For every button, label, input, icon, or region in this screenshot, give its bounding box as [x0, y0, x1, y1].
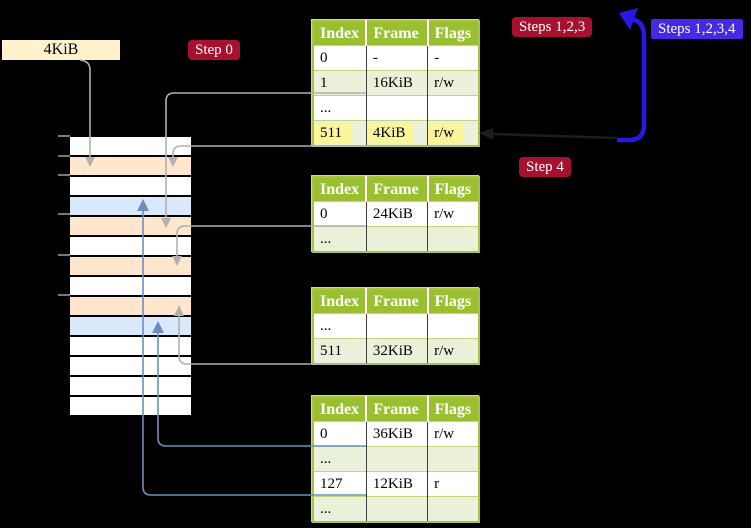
memory-row: [70, 257, 191, 277]
table-header-row: Index Frame Flags: [313, 289, 479, 314]
address-tick: [58, 174, 70, 176]
table-row: 127 12KiB r: [313, 471, 479, 497]
table-header-row: Index Frame Flags: [313, 21, 479, 46]
col-header-index: Index: [313, 289, 368, 314]
col-header-frame: Frame: [366, 397, 429, 422]
memory-row: [70, 317, 191, 337]
col-header-flags: Flags: [427, 289, 479, 314]
address-tick: [58, 254, 70, 256]
memory-row: [70, 337, 191, 357]
physical-memory-column: [70, 137, 191, 417]
col-header-frame: Frame: [366, 21, 429, 46]
memory-row: [70, 237, 191, 257]
memory-row: [70, 357, 191, 377]
recursive-loop-arrow: [617, 8, 647, 143]
step-0-badge: Step 0: [188, 40, 240, 60]
memory-row: [70, 217, 191, 237]
memory-row: [70, 297, 191, 317]
table-row-highlighted: 511 4KiB r/w: [313, 120, 479, 146]
table-row: ...: [313, 446, 479, 472]
memory-row: [70, 377, 191, 397]
arrow-l4-entry511-to-4kib-frame: [172, 145, 366, 158]
table-row: 0 36KiB r/w: [313, 421, 479, 447]
table-row: ...: [313, 313, 479, 339]
table-row: ...: [313, 496, 479, 522]
table-header-row: Index Frame Flags: [313, 397, 479, 422]
address-tick: [58, 155, 70, 157]
memory-row: [70, 397, 191, 417]
steps-1-2-3-4-badge: Steps 1,2,3,4: [651, 19, 743, 39]
address-tick: [58, 213, 70, 215]
page-table-level-3: Index Frame Flags 0 24KiB r/w ...: [312, 176, 480, 253]
address-tick: [58, 294, 70, 296]
frame-address-label: 4KiB: [2, 40, 120, 60]
col-header-index: Index: [313, 397, 368, 422]
memory-row: [70, 137, 191, 157]
memory-row: [70, 177, 191, 197]
steps-1-2-3-badge: Steps 1,2,3: [512, 17, 593, 37]
col-header-flags: Flags: [427, 177, 479, 202]
memory-row: [70, 277, 191, 297]
table-row: ...: [313, 95, 479, 121]
col-header-index: Index: [313, 21, 368, 46]
col-header-frame: Frame: [366, 177, 429, 202]
memory-row: [70, 197, 191, 217]
step4-black-arrow: [479, 128, 618, 140]
table-row: 1 16KiB r/w: [313, 70, 479, 96]
table-row: 511 32KiB r/w: [313, 338, 479, 364]
page-table-level-2: Index Frame Flags ... 511 32KiB r/w: [312, 288, 480, 365]
table-row: 0 - -: [313, 45, 479, 71]
memory-row: [70, 157, 191, 177]
step-4-badge: Step 4: [519, 157, 571, 177]
page-table-level-4: Index Frame Flags 0 - - 1 16KiB r/w ... …: [312, 20, 480, 147]
col-header-index: Index: [313, 177, 368, 202]
table-row: 0 24KiB r/w: [313, 201, 479, 227]
table-header-row: Index Frame Flags: [313, 177, 479, 202]
col-header-flags: Flags: [427, 397, 479, 422]
highlight: r/w: [428, 123, 464, 143]
address-tick: [58, 135, 70, 137]
table-row: ...: [313, 226, 479, 252]
col-header-flags: Flags: [427, 21, 479, 46]
highlight: 4KiB: [366, 123, 415, 143]
highlight: 511: [314, 123, 351, 143]
page-table-level-1: Index Frame Flags 0 36KiB r/w ... 127 12…: [312, 396, 480, 523]
col-header-frame: Frame: [366, 289, 429, 314]
